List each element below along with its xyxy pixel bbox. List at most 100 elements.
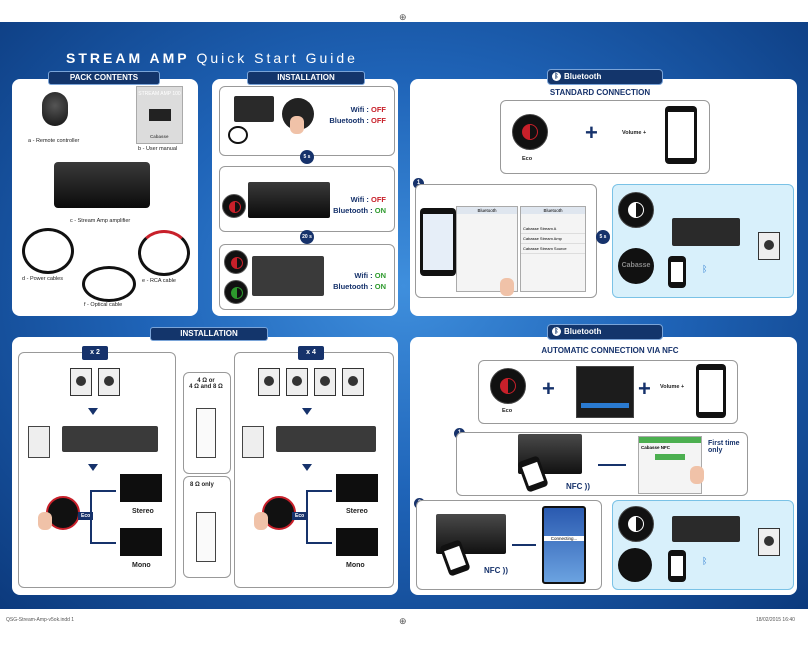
item-amplifier-label: c - Stream Amp amplifier xyxy=(70,218,131,224)
mono-screen xyxy=(120,528,162,556)
timer-icon: 20 s xyxy=(300,230,314,244)
speaker-icon xyxy=(98,368,120,396)
item-power-cables-label: d - Power cables xyxy=(22,276,63,282)
plus-icon: + xyxy=(638,376,651,401)
arrow-down-icon xyxy=(302,464,312,471)
bt-screen-header: Bluetooth xyxy=(521,207,585,214)
power-plug-image xyxy=(228,126,248,144)
speaker-icon xyxy=(314,368,336,396)
item-rca-label: e - RCA cable xyxy=(142,278,176,284)
settings-screen: Bluetooth xyxy=(456,206,518,292)
first-time-label: First time only xyxy=(708,440,740,454)
multiplier-x4: x 4 xyxy=(298,346,324,360)
eco-button-icon xyxy=(618,192,654,228)
bt-row[interactable]: Cabasse Stream Source xyxy=(521,244,585,254)
bluetooth-screen: Bluetooth Cabasse Stream A Cabasse Strea… xyxy=(520,206,586,292)
amplifier-rear-panel-image xyxy=(276,426,376,452)
switch-image xyxy=(196,512,216,562)
screen-header: Bluetooth xyxy=(457,207,517,214)
speaker-icon xyxy=(758,232,780,260)
hand-icon xyxy=(290,116,304,134)
branch-line xyxy=(306,490,308,544)
eco-button-icon xyxy=(512,114,548,150)
user-manual-image: STREAM AMP 100 Cabasse xyxy=(136,86,183,144)
app-store-screen: Cabasse NFC xyxy=(638,436,702,494)
state-3: Wifi : ON Bluetooth : ON xyxy=(333,271,386,291)
amplifier-rear-image xyxy=(234,96,274,122)
footer-file-name: QSG-Stream-Amp-v5ok.indd 1 xyxy=(6,617,75,623)
mode-stereo-label: Stereo xyxy=(346,508,368,515)
eco-button-icon xyxy=(490,368,526,404)
phone-icon xyxy=(668,550,686,582)
crop-mark-icon: ⊕ xyxy=(399,616,407,626)
connecting-text: Connecting... xyxy=(544,536,584,541)
state-2: Wifi : OFF Bluetooth : ON xyxy=(333,195,386,215)
speaker-icon xyxy=(342,368,364,396)
amplifier-rear-panel-image xyxy=(62,426,158,452)
eco-tag: Eco xyxy=(292,512,308,520)
phone-icon xyxy=(668,256,686,288)
item-manual-label: b - User manual xyxy=(138,146,178,152)
hand-icon xyxy=(254,512,268,530)
bluetooth-icon: ᛒ xyxy=(552,72,561,81)
speaker-icon xyxy=(70,368,92,396)
item-optical-label: f - Optical cable xyxy=(84,302,123,308)
volume-label: Volume + xyxy=(660,384,685,390)
nfc-label: NFC )) xyxy=(566,482,591,491)
eco-button-icon xyxy=(618,506,654,542)
mode-stereo-label: Stereo xyxy=(132,508,154,515)
page-title: STREAM AMP Quick Start Guide xyxy=(66,50,358,66)
stereo-screen xyxy=(336,474,378,502)
mono-screen xyxy=(336,528,378,556)
multiplier-x2: x 2 xyxy=(82,346,108,360)
hand-icon xyxy=(38,512,52,530)
speaker-icon xyxy=(258,368,280,396)
optical-cable-image xyxy=(82,266,136,302)
arrow-down-icon xyxy=(88,464,98,471)
bt-row[interactable]: Cabasse Stream A xyxy=(521,224,585,234)
state-1: Wifi : OFF Bluetooth : OFF xyxy=(329,105,386,125)
bt-row[interactable]: Cabasse Stream Amp xyxy=(521,234,585,244)
switch-image xyxy=(196,408,216,458)
pack-contents-title: PACK CONTENTS xyxy=(48,71,160,85)
bluetooth-icon: ᛒ xyxy=(552,327,561,336)
phone-home-icon xyxy=(420,208,456,276)
branch-line xyxy=(306,542,332,544)
arrow-down-icon xyxy=(88,408,98,415)
stereo-screen xyxy=(120,474,162,502)
eco-button-icon xyxy=(222,194,246,218)
footer-date: 18/02/2015 16:40 xyxy=(756,617,795,623)
nfc-connection-title: AUTOMATIC CONNECTION VIA NFC xyxy=(541,346,679,355)
branch-line xyxy=(90,542,116,544)
remote-controller-image xyxy=(42,92,68,126)
impedance-a-label: 4 Ω or 4 Ω and 8 Ω xyxy=(189,378,223,390)
branch-line xyxy=(306,490,332,492)
app-name: Cabasse NFC xyxy=(641,445,671,450)
plus-icon: + xyxy=(585,120,598,145)
eco-button-icon xyxy=(224,280,248,304)
amplifier-rear-panel-image xyxy=(252,256,324,296)
speaker-icon xyxy=(286,368,308,396)
amplifier-image xyxy=(54,162,150,208)
arrow-line xyxy=(598,464,626,466)
branch-line xyxy=(90,490,92,544)
eco-tag: Eco xyxy=(78,512,94,520)
switch-image xyxy=(28,426,50,458)
power-cable-image xyxy=(22,228,74,274)
crop-mark-icon: ⊕ xyxy=(399,12,407,22)
impedance-b-label: 8 Ω only xyxy=(190,482,214,488)
rca-cable-image xyxy=(138,230,190,276)
amplifier-front-image xyxy=(672,218,740,246)
arrow-line xyxy=(512,544,536,546)
eco-button-icon xyxy=(224,250,248,274)
nfc-label: NFC )) xyxy=(484,566,509,575)
mode-mono-label: Mono xyxy=(132,562,151,569)
item-remote-label: a - Remote controller xyxy=(28,138,80,144)
installation-bottom-title: INSTALLATION xyxy=(150,327,268,341)
timer-icon: 5 s xyxy=(300,150,314,164)
volume-label: Volume + xyxy=(622,130,647,136)
bluetooth-icon: ᛒ xyxy=(702,556,708,566)
eco-label: Eco xyxy=(522,156,533,162)
